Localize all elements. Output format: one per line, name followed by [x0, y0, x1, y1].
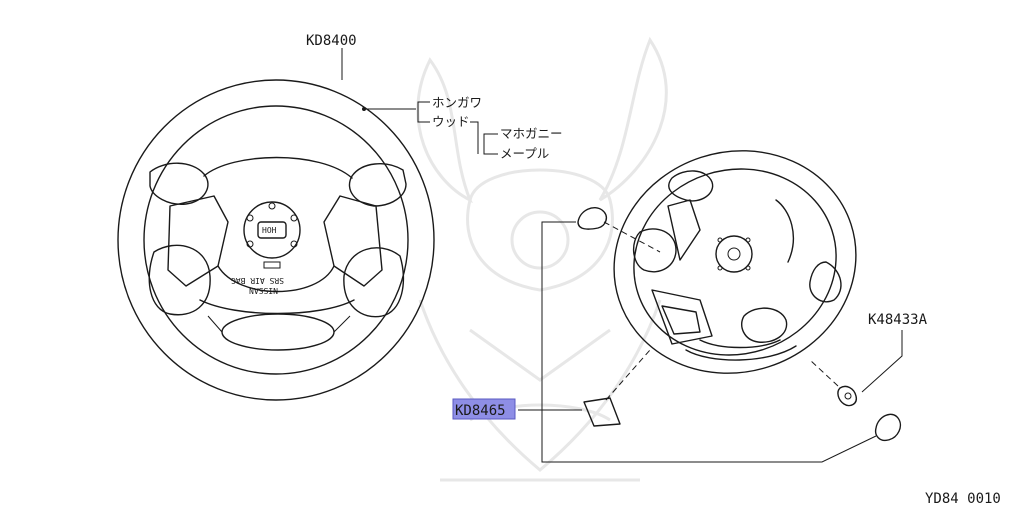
screw-k48433a [809, 359, 858, 407]
steering-wheel-angled [613, 150, 857, 374]
options-callout: ホンガワ ウッド マホガニー メープル [362, 95, 563, 161]
assembly-line-top [603, 221, 661, 253]
part-highlight-box[interactable] [452, 398, 516, 420]
watermark-logo [416, 36, 668, 482]
leader-k48433a [861, 330, 903, 393]
hub-emblem-text: HOH [262, 226, 277, 235]
airbag-marking-1: SRS AIR BAG [231, 276, 284, 285]
part-label-kd8400: KD8400 [306, 33, 357, 49]
trim-cover-bottom [874, 413, 902, 442]
part-label-kd8465[interactable]: KD8465 [455, 403, 506, 419]
option-honkawa: ホンガワ [432, 95, 482, 110]
trim-cover-mid [583, 397, 621, 427]
diagram-code: YD84 0010 [925, 491, 1001, 507]
option-wood: ウッド [432, 114, 470, 129]
leader-kd8465-bracket [541, 221, 877, 463]
assembly-line-mid [605, 349, 651, 401]
steering-wheel-front: HOH SRS AIR BAG NISSAN [117, 79, 435, 401]
airbag-marking-2: NISSAN [249, 286, 278, 295]
part-label-k48433a: K48433A [868, 312, 928, 328]
option-maple: メープル [500, 146, 549, 161]
trim-cover-top [577, 206, 608, 230]
option-mahogany: マホガニー [500, 126, 563, 141]
